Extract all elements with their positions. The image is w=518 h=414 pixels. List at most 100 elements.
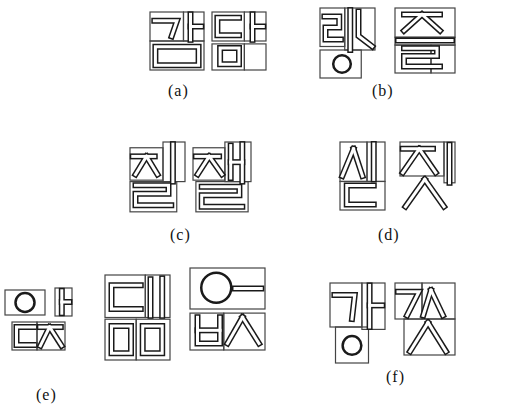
glyph-stroke: [143, 326, 163, 353]
segment-box: [244, 12, 266, 41]
glyph-stroke-fill: [425, 179, 444, 206]
segmented-glyph: [193, 142, 251, 212]
segment-box: [400, 142, 444, 176]
glyph-stroke: [347, 10, 353, 50]
segment-box: [225, 142, 251, 182]
segment-box: [336, 327, 369, 363]
panel-label: (b): [372, 82, 394, 100]
glyph-stroke-fill: [324, 16, 341, 39]
segmented-glyph: [5, 290, 45, 315]
segment-box: [340, 142, 367, 181]
glyph-stroke: [228, 317, 243, 343]
glyph-stroke-fill: [143, 326, 163, 353]
glyph-stroke: [347, 186, 374, 205]
glyph-stroke: [209, 156, 222, 174]
segment-box: [130, 182, 177, 212]
panel-label: (a): [168, 82, 189, 100]
glyph-stroke: [231, 159, 243, 165]
glyph-stroke: [191, 24, 202, 30]
segment-box: [367, 142, 385, 181]
segment-box: [150, 41, 204, 70]
glyph-stroke-fill: [198, 329, 221, 332]
glyph-stroke: [154, 21, 177, 37]
glyph-stroke: [147, 156, 158, 174]
glyph-stroke-fill: [191, 25, 202, 28]
glyph-stroke: [243, 317, 260, 343]
segment-box: [320, 8, 345, 47]
glyph-stroke: [423, 290, 431, 315]
glyph-circle: [201, 273, 231, 303]
glyph-stroke-fill: [423, 290, 431, 315]
glyph-stroke: [425, 179, 444, 206]
glyph-stroke-fill: [231, 161, 243, 164]
glyph-stroke-fill: [372, 144, 375, 179]
glyph-stroke-fill: [398, 292, 419, 316]
segment-box: [12, 322, 37, 350]
glyph-stroke-fill: [198, 317, 221, 343]
glyph-stroke-fill: [217, 18, 239, 35]
segmented-glyph: [190, 268, 265, 350]
glyph-stroke-fill: [410, 323, 428, 352]
segment-box: [190, 268, 265, 309]
glyph-stroke-fill: [136, 156, 147, 174]
segmented-glyph: [55, 288, 72, 316]
glyph-stroke-fill: [431, 290, 443, 315]
segment-box: [320, 50, 361, 78]
segment-box: [224, 313, 265, 350]
segment-box: [190, 313, 224, 350]
glyph-stroke-fill: [155, 47, 198, 66]
panel-label: (e): [36, 386, 57, 404]
segment-box: [212, 12, 244, 41]
glyph-stroke-fill: [398, 39, 452, 42]
segment-box: [362, 283, 385, 329]
glyph-stroke: [112, 326, 132, 353]
glyph-stroke-fill: [359, 12, 373, 47]
panel-label: (f): [386, 368, 405, 386]
segment-box: [55, 288, 72, 316]
segment-box: [212, 44, 244, 70]
glyph-stroke-fill: [334, 295, 354, 319]
glyph-stroke-fill: [243, 317, 260, 343]
glyph-stroke-fill: [220, 48, 239, 64]
segment-box: [395, 8, 455, 37]
segmented-glyph: [340, 142, 385, 210]
segment-box: [345, 8, 375, 50]
glyph-stroke: [334, 295, 354, 319]
glyph-stroke: [324, 16, 341, 39]
glyph-stroke-fill: [404, 15, 422, 31]
segment-box: [145, 275, 170, 318]
glyph-stroke-fill: [235, 287, 261, 290]
glyph-stroke-fill: [354, 149, 363, 176]
glyph-stroke: [398, 292, 419, 316]
glyph-stroke: [198, 156, 210, 174]
segmented-glyph: [37, 322, 65, 350]
glyph-stroke-fill: [154, 21, 177, 37]
glyph-stroke-fill: [370, 304, 383, 307]
glyph-stroke-fill: [62, 301, 70, 304]
glyph-stroke: [428, 323, 446, 352]
segment-box: [150, 12, 183, 41]
glyph-stroke-fill: [147, 156, 158, 174]
segment-box: [404, 319, 455, 355]
glyph-stroke: [217, 18, 239, 35]
glyph-stroke-fill: [136, 185, 172, 205]
glyph-stroke: [371, 144, 377, 179]
glyph-stroke: [202, 187, 243, 207]
glyph-stroke: [342, 149, 353, 176]
glyph-stroke: [404, 48, 440, 66]
glyph-stroke: [198, 327, 221, 333]
segment-box: [330, 283, 362, 327]
glyph-stroke-fill: [349, 10, 352, 50]
glyph-stroke-fill: [112, 285, 141, 309]
glyph-stroke-fill: [228, 317, 243, 343]
glyph-circle: [16, 293, 35, 312]
segmented-glyph: [150, 12, 204, 70]
segment-box: [340, 181, 385, 210]
glyph-stroke-fill: [448, 145, 451, 183]
glyph-stroke-fill: [422, 15, 440, 31]
glyph-stroke: [404, 15, 422, 31]
glyph-stroke: [419, 149, 436, 173]
segmented-glyph: [12, 322, 37, 350]
glyph-stroke: [50, 327, 62, 346]
